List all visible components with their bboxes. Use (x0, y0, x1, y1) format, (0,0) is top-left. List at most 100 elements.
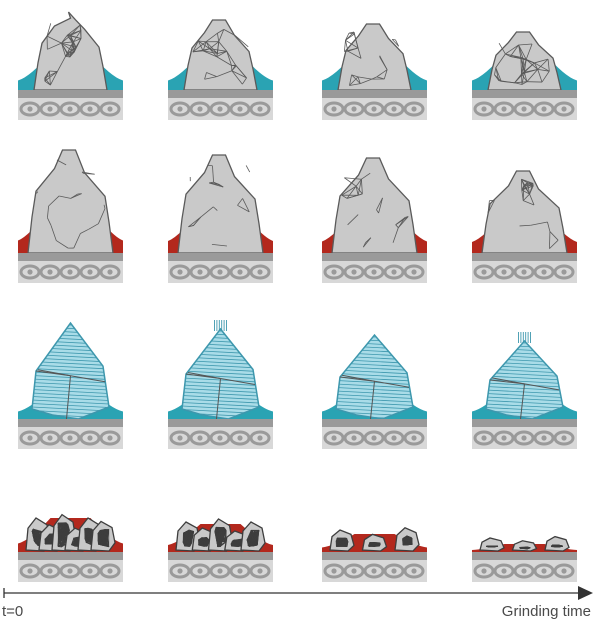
chain-dot (237, 269, 242, 274)
panel-r1-c1 (18, 12, 123, 120)
base-plate (472, 253, 577, 261)
panel-r2-c1 (18, 150, 123, 283)
chain-dot (237, 568, 242, 573)
grain-facets (551, 545, 563, 547)
chain-dot (371, 269, 376, 274)
base-plate (322, 552, 427, 560)
grain-facets (520, 547, 531, 549)
panel-r4-c3 (322, 528, 427, 582)
base-plate (168, 253, 273, 261)
grain-outline (513, 541, 537, 551)
grain-outline (545, 537, 569, 551)
chain-dot (481, 269, 486, 274)
chain-dot (67, 435, 72, 440)
grain-facets (369, 542, 381, 546)
chain-dot (411, 435, 416, 440)
grain-facets (199, 537, 210, 546)
chain-dot (561, 269, 566, 274)
chain-dot (391, 106, 396, 111)
chain-dot (481, 435, 486, 440)
chain-dot (87, 269, 92, 274)
chain-dot (87, 106, 92, 111)
chain-dot (217, 568, 222, 573)
chain-dot (257, 106, 262, 111)
chain-dot (197, 568, 202, 573)
chain-dot (351, 435, 356, 440)
grain-outline (482, 171, 567, 253)
base-plate (322, 253, 427, 261)
chain-dot (257, 435, 262, 440)
base-plate (18, 90, 123, 98)
chain-dot (87, 568, 92, 573)
chain-dot (67, 106, 72, 111)
grain-outline (488, 32, 561, 90)
chain-dot (47, 106, 52, 111)
chain-dot (391, 568, 396, 573)
base-plate (168, 419, 273, 427)
chain-dot (541, 106, 546, 111)
base-plate (322, 90, 427, 98)
facet-edge (106, 536, 107, 544)
chain-dot (27, 568, 32, 573)
chain-dot (391, 435, 396, 440)
chain-dot (27, 435, 32, 440)
panel-r1-c4 (472, 32, 577, 120)
chain-dot (67, 568, 72, 573)
chain-dot (371, 435, 376, 440)
chain-dot (411, 106, 416, 111)
chain-dot (27, 106, 32, 111)
chain-dot (521, 435, 526, 440)
chain-dot (177, 106, 182, 111)
chain-dot (257, 568, 262, 573)
chain-dot (237, 435, 242, 440)
grain-outline (332, 158, 417, 253)
chain-dot (177, 269, 182, 274)
base-plate (18, 253, 123, 261)
panel-r4-c1 (18, 515, 123, 582)
chain-dot (107, 106, 112, 111)
chain-dot (331, 568, 336, 573)
grain-outline (28, 150, 113, 253)
chain-dot (501, 269, 506, 274)
panel-r3-c1 (18, 323, 123, 449)
panel-r4-c4 (472, 537, 577, 582)
panel-r3-c4 (472, 332, 577, 449)
chain-dot (27, 269, 32, 274)
chain-dot (481, 106, 486, 111)
chain-dot (217, 269, 222, 274)
chain-dot (411, 269, 416, 274)
facet-edge (60, 530, 70, 531)
grain-outline (480, 538, 504, 551)
chain-dot (47, 269, 52, 274)
base-plate (322, 419, 427, 427)
panel-r4-c2 (168, 519, 273, 582)
chain-dot (351, 568, 356, 573)
chain-dot (351, 106, 356, 111)
chain-dot (541, 435, 546, 440)
chain-dot (521, 106, 526, 111)
chain-dot (237, 106, 242, 111)
facet-edge (49, 71, 57, 72)
chain-dot (177, 568, 182, 573)
panel-r3-c3 (322, 335, 427, 449)
chain-dot (331, 106, 336, 111)
chain-dot (561, 568, 566, 573)
chain-dot (351, 269, 356, 274)
time-axis (4, 586, 593, 600)
chain-dot (197, 269, 202, 274)
chain-dot (541, 568, 546, 573)
grain-facets (98, 529, 109, 546)
chain-dot (561, 106, 566, 111)
chain-dot (501, 106, 506, 111)
chain-dot (371, 568, 376, 573)
chain-dot (561, 435, 566, 440)
panel-r3-c2 (168, 320, 273, 449)
chain-dot (331, 435, 336, 440)
chain-dot (331, 269, 336, 274)
chain-dot (47, 568, 52, 573)
chain-dot (107, 269, 112, 274)
arrowhead-icon (578, 586, 593, 600)
panel-r2-c2 (168, 155, 273, 283)
base-plate (472, 552, 577, 560)
